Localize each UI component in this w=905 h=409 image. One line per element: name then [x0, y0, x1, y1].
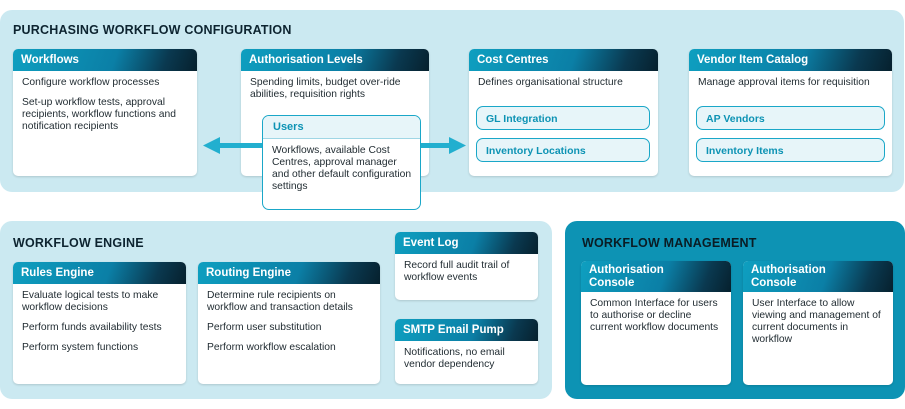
authorisation-console-2-title: Authorisation Console	[743, 261, 893, 292]
smtp-email-pump-text: Notifications, no email vendor dependenc…	[404, 347, 505, 370]
workflows-title: Workflows	[13, 49, 197, 71]
workflow-management-title: WORKFLOW MANAGEMENT	[582, 236, 757, 250]
vendor-item-catalog-title: Vendor Item Catalog	[689, 49, 892, 71]
rules-engine-card: Rules Engine Evaluate logical tests to m…	[13, 262, 186, 384]
workflow-engine-title: WORKFLOW ENGINE	[13, 236, 144, 250]
authorisation-console-1-title-text: Authorisation Console	[589, 264, 664, 289]
inventory-locations-item: Inventory Locations	[476, 138, 650, 162]
routing-engine-line-3: Perform workflow escalation	[207, 342, 336, 353]
authorisation-levels-text: Spending limits, budget over-ride abilit…	[250, 77, 401, 100]
authorisation-levels-title: Authorisation Levels	[241, 49, 429, 71]
rules-engine-title: Rules Engine	[13, 262, 186, 284]
rules-engine-line-2: Perform funds availability tests	[22, 322, 162, 333]
vendor-item-catalog-text: Manage approval items for requisition	[698, 77, 870, 88]
authorisation-console-card-2: Authorisation Console User Interface to …	[743, 261, 893, 385]
vendor-item-catalog-card: Vendor Item Catalog Manage approval item…	[689, 49, 892, 176]
cost-centres-text: Defines organisational structure	[478, 77, 623, 88]
authorisation-console-1-title: Authorisation Console	[581, 261, 731, 292]
authorisation-console-1-text: Common Interface for users to authorise …	[590, 298, 719, 333]
event-log-title: Event Log	[395, 232, 538, 254]
users-title: Users	[263, 116, 420, 139]
event-log-card: Event Log Record full audit trail of wor…	[395, 232, 538, 300]
ap-vendors-item: AP Vendors	[696, 106, 885, 130]
rules-engine-line-3: Perform system functions	[22, 342, 139, 353]
users-text: Workflows, available Cost Centres, appro…	[272, 145, 412, 192]
routing-engine-card: Routing Engine Determine rule recipients…	[198, 262, 380, 384]
workflows-line-1: Configure workflow processes	[22, 77, 160, 88]
routing-engine-line-2: Perform user substitution	[207, 322, 322, 333]
authorisation-console-card-1: Authorisation Console Common Interface f…	[581, 261, 731, 385]
gl-integration-item: GL Integration	[476, 106, 650, 130]
authorisation-console-2-text: User Interface to allow viewing and mana…	[752, 298, 881, 345]
routing-engine-line-1: Determine rule recipients on workflow an…	[207, 290, 353, 313]
event-log-text: Record full audit trail of workflow even…	[404, 260, 510, 283]
workflows-line-2: Set-up workflow tests, approval recipien…	[22, 97, 176, 132]
authorisation-console-2-title-text: Authorisation Console	[751, 264, 826, 289]
rules-engine-line-1: Evaluate logical tests to make workflow …	[22, 290, 159, 313]
users-box: Users Workflows, available Cost Centres,…	[262, 115, 421, 210]
workflows-card: Workflows Configure workflow processes S…	[13, 49, 197, 176]
inventory-items-item: Inventory Items	[696, 138, 885, 162]
purchasing-config-title: PURCHASING WORKFLOW CONFIGURATION	[13, 23, 292, 37]
cost-centres-card: Cost Centres Defines organisational stru…	[469, 49, 658, 176]
smtp-email-pump-card: SMTP Email Pump Notifications, no email …	[395, 319, 538, 384]
routing-engine-title: Routing Engine	[198, 262, 380, 284]
cost-centres-title: Cost Centres	[469, 49, 658, 71]
smtp-email-pump-title: SMTP Email Pump	[395, 319, 538, 341]
